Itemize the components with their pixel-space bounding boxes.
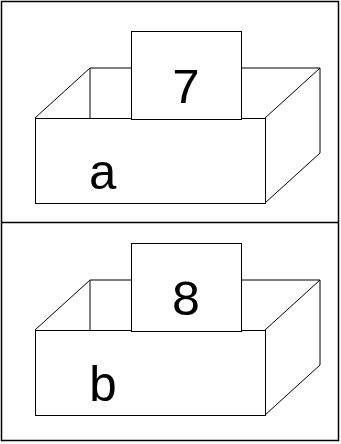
- box-label: a: [88, 151, 118, 201]
- box-front: b8: [35, 330, 266, 416]
- frame-border: [2, 2, 339, 441]
- card-number: 7: [171, 65, 201, 115]
- number-card: 7: [131, 31, 242, 120]
- divider-line: [2, 222, 338, 224]
- number-card: 8: [131, 243, 242, 332]
- card-number: 8: [171, 277, 201, 327]
- box-front: a7: [35, 118, 266, 204]
- box-label: b: [88, 363, 118, 413]
